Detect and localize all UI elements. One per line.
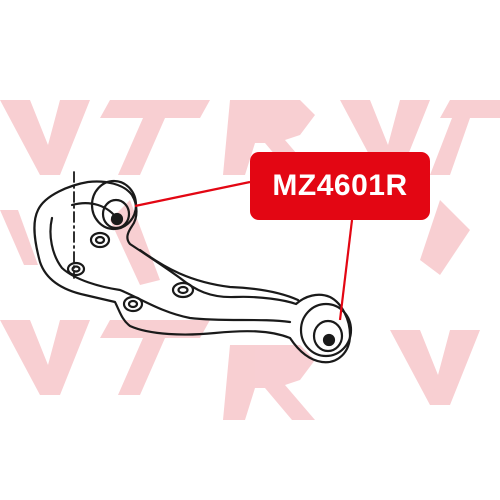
bolt-hole <box>122 295 144 313</box>
part-number-label: MZ4601R <box>272 169 408 202</box>
arm-rib-line <box>138 248 300 302</box>
arm-flange-line <box>49 216 292 324</box>
suspension-arm-drawing <box>33 171 353 364</box>
leader-lines <box>134 180 354 321</box>
leader-line-bottom <box>338 219 354 321</box>
bushing-icon <box>110 212 124 226</box>
bolt-hole <box>171 281 195 299</box>
vtr-watermark <box>0 100 500 420</box>
bushing-icon <box>322 333 336 347</box>
bolt-hole <box>89 231 111 249</box>
part-number-badge: MZ4601R <box>250 152 430 220</box>
bolt-hole-inner <box>127 299 139 309</box>
top-bushing-ring <box>101 198 131 230</box>
bottom-bushing-ring <box>312 319 344 353</box>
bolt-hole-inner <box>94 235 106 245</box>
bolt-hole-inner <box>71 265 81 273</box>
bottom-bushing-housing <box>299 302 353 358</box>
leader-line-top <box>134 180 251 208</box>
bolt-hole-inner <box>177 285 189 295</box>
bolt-hole <box>66 261 86 277</box>
